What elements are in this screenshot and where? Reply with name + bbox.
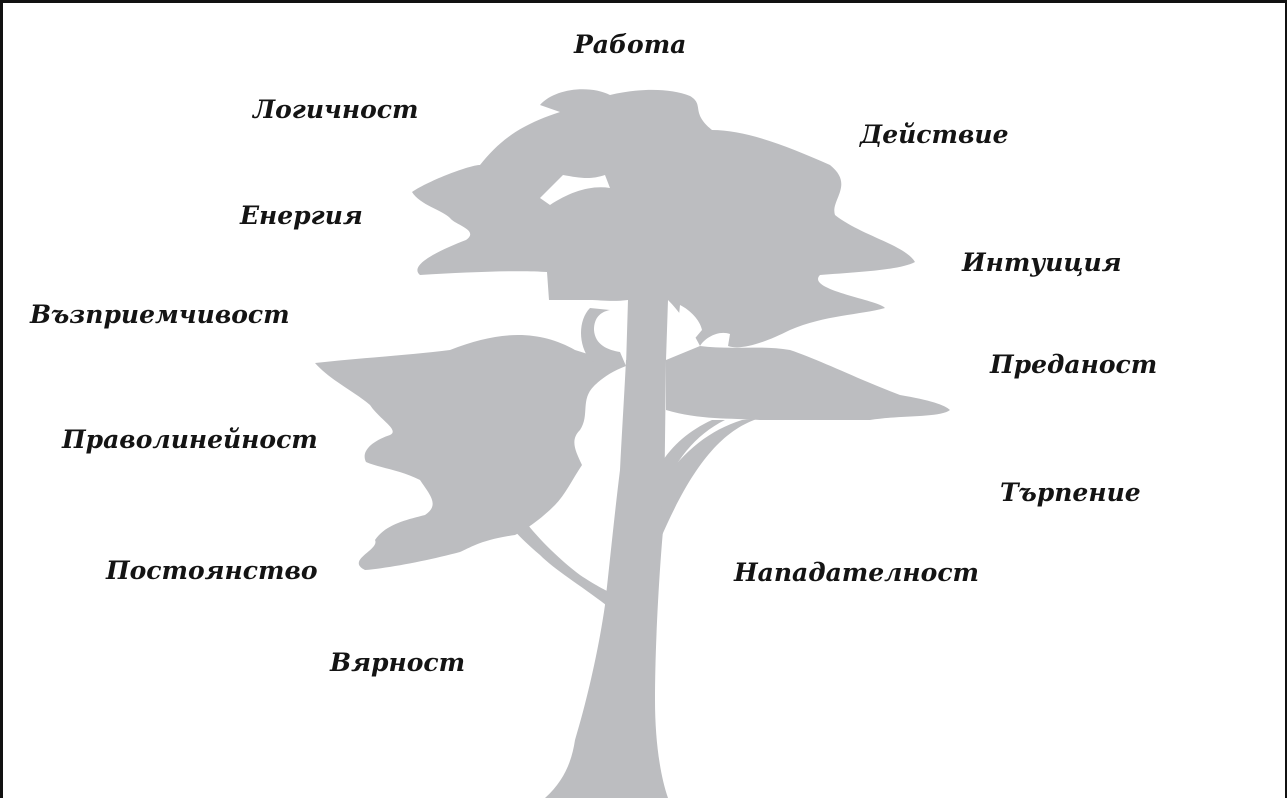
word-rabota: Работа [574, 32, 686, 57]
tree-right-branch [660, 418, 760, 540]
tree-left-foliage [315, 335, 626, 570]
word-deystvie: Действие [860, 122, 1009, 147]
word-tarpenie: Търпение [1000, 480, 1141, 505]
word-logichnost: Логичност [253, 97, 418, 122]
tree-upper-crown [412, 89, 915, 366]
word-energiya: Енергия [240, 203, 363, 228]
word-predanost: Преданост [990, 352, 1157, 377]
tree-left-branch [512, 525, 609, 605]
word-napadatelnost: Нападателност [734, 560, 979, 585]
word-pravolineynost: Праволинейност [62, 427, 318, 452]
word-postoyanstvo: Постоянство [106, 558, 318, 583]
word-vazpriemchivost: Възприемчивост [30, 302, 290, 327]
word-intuitsiya: Интуиция [962, 250, 1122, 275]
tree-right-foliage [666, 346, 950, 420]
word-varnost: Вярност [330, 650, 465, 675]
